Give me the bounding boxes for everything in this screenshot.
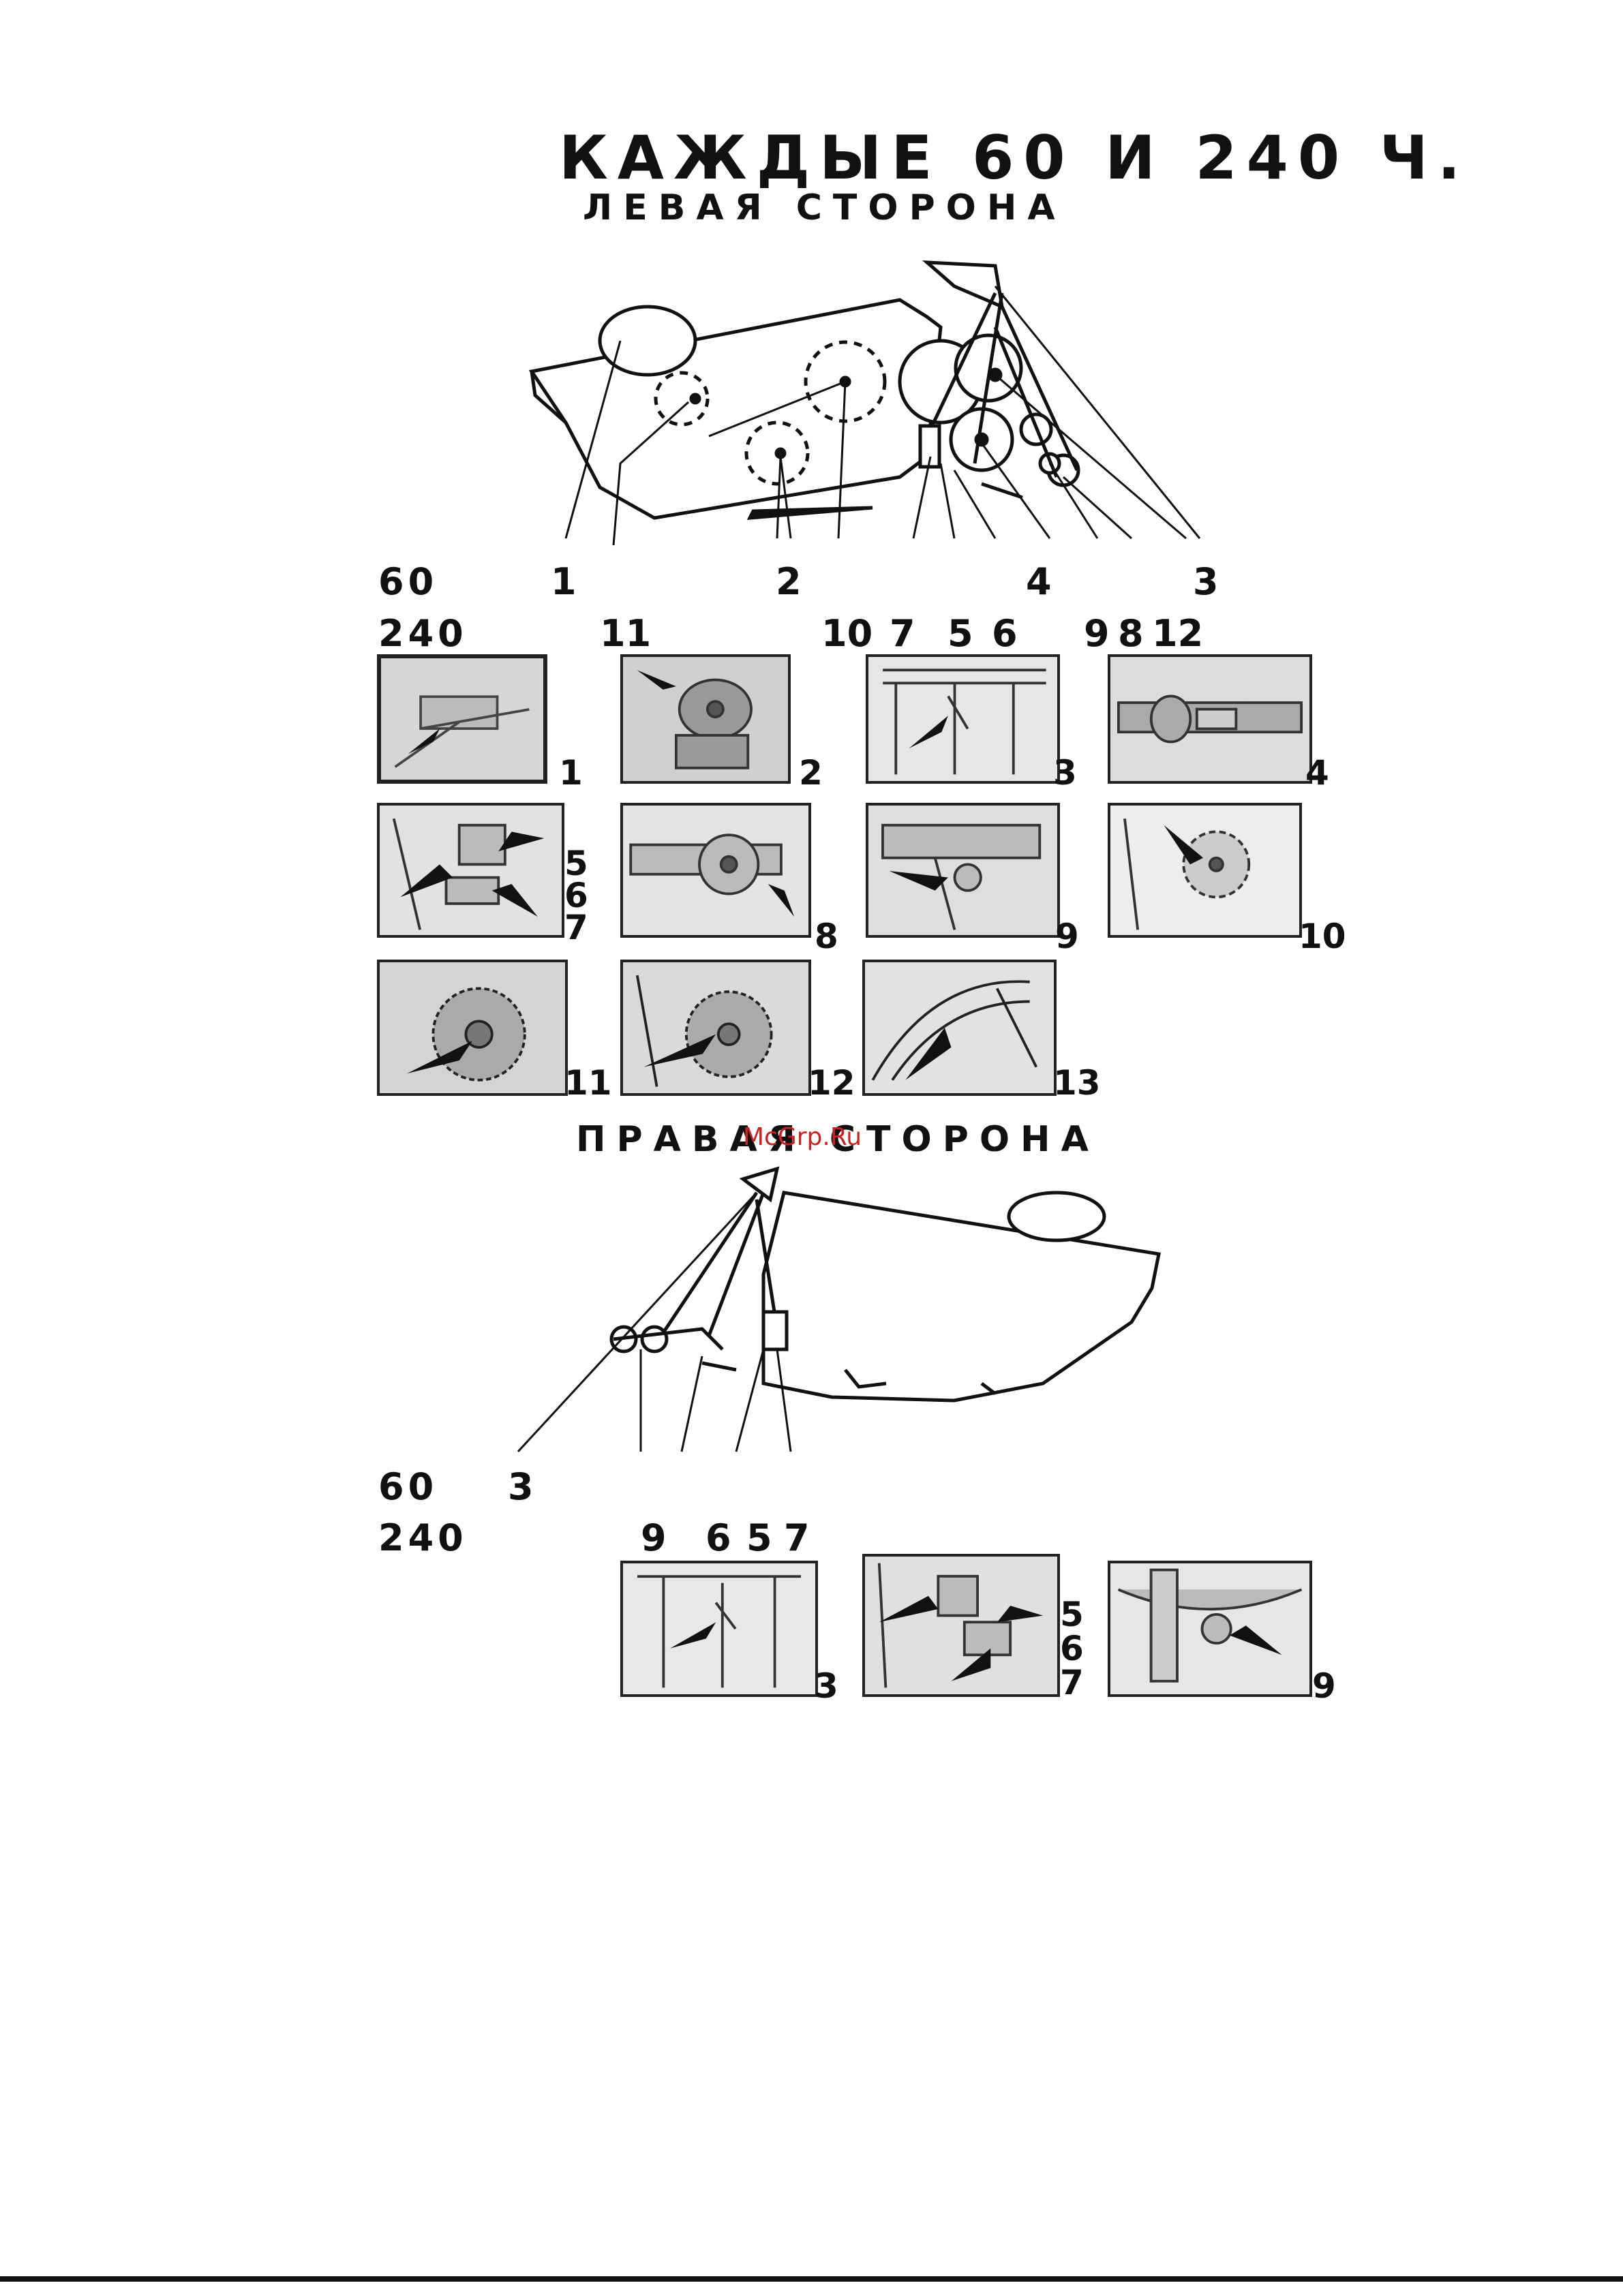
callout-7: 7 <box>890 612 915 655</box>
right-callout-3: 3 <box>508 1465 534 1508</box>
right-photo-9-label: 9 <box>1312 1666 1336 1706</box>
photo-11-label: 11 <box>564 1063 612 1103</box>
photo-3 <box>866 654 1060 784</box>
photo-9-label: 9 <box>1055 917 1079 956</box>
photo-2 <box>620 654 791 784</box>
callout-10: 10 <box>821 612 873 655</box>
right-photo-3-label: 3 <box>815 1666 838 1706</box>
callout-12: 12 <box>1152 612 1203 655</box>
photo-11 <box>377 960 568 1096</box>
photo-10-label: 10 <box>1299 917 1346 956</box>
callout-3: 3 <box>1193 560 1219 603</box>
photo-13 <box>862 960 1057 1096</box>
interval-60-label: 60 <box>378 560 438 603</box>
photo-8-label: 8 <box>815 917 838 956</box>
right-callout-6: 6 <box>706 1516 731 1559</box>
photo-7-label: 7 <box>564 908 588 947</box>
photo-4-label: 4 <box>1305 753 1329 793</box>
callout-2: 2 <box>776 560 802 603</box>
page-bottom-rule <box>0 2276 1623 2282</box>
callout-8: 8 <box>1118 612 1144 655</box>
right-photo-7-label: 7 <box>1060 1663 1084 1702</box>
left-side-diagram <box>518 252 1254 579</box>
callout-9: 9 <box>1084 612 1110 655</box>
right-side-diagram <box>477 1152 1193 1465</box>
interval-240-label: 240 <box>378 612 468 655</box>
photo-1 <box>377 654 547 784</box>
right-callout-7: 7 <box>784 1516 810 1559</box>
callout-5: 5 <box>947 612 973 655</box>
photo-10 <box>1108 803 1302 938</box>
photo-13-label: 13 <box>1053 1063 1101 1103</box>
right-interval-240-label: 240 <box>378 1516 468 1559</box>
callout-1: 1 <box>551 560 577 603</box>
right-interval-60-label: 60 <box>378 1465 438 1508</box>
photo-1-label: 1 <box>559 753 583 793</box>
callout-6: 6 <box>992 612 1018 655</box>
photo-3-label: 3 <box>1053 753 1077 793</box>
section-title-left-side: ЛЕВАЯ СТОРОНА <box>583 187 1066 228</box>
photo-12 <box>620 960 811 1096</box>
page-title: КАЖДЫЕ 60 И 240 Ч. <box>559 123 1470 193</box>
photo-4 <box>1108 654 1312 784</box>
photo-2-label: 2 <box>799 753 823 793</box>
callout-11: 11 <box>600 612 651 655</box>
right-photo-9 <box>1108 1561 1312 1697</box>
right-photo-3 <box>620 1561 818 1697</box>
callout-4: 4 <box>1026 560 1052 603</box>
photo-5-6-7 <box>377 803 564 938</box>
photo-9 <box>866 803 1060 938</box>
right-callout-9: 9 <box>641 1516 667 1559</box>
photo-8 <box>620 803 811 938</box>
right-photo-5-6-7 <box>862 1554 1060 1697</box>
watermark: McGrp.Ru <box>743 1123 862 1151</box>
right-callout-5: 5 <box>746 1516 772 1559</box>
photo-12-label: 12 <box>808 1063 855 1103</box>
